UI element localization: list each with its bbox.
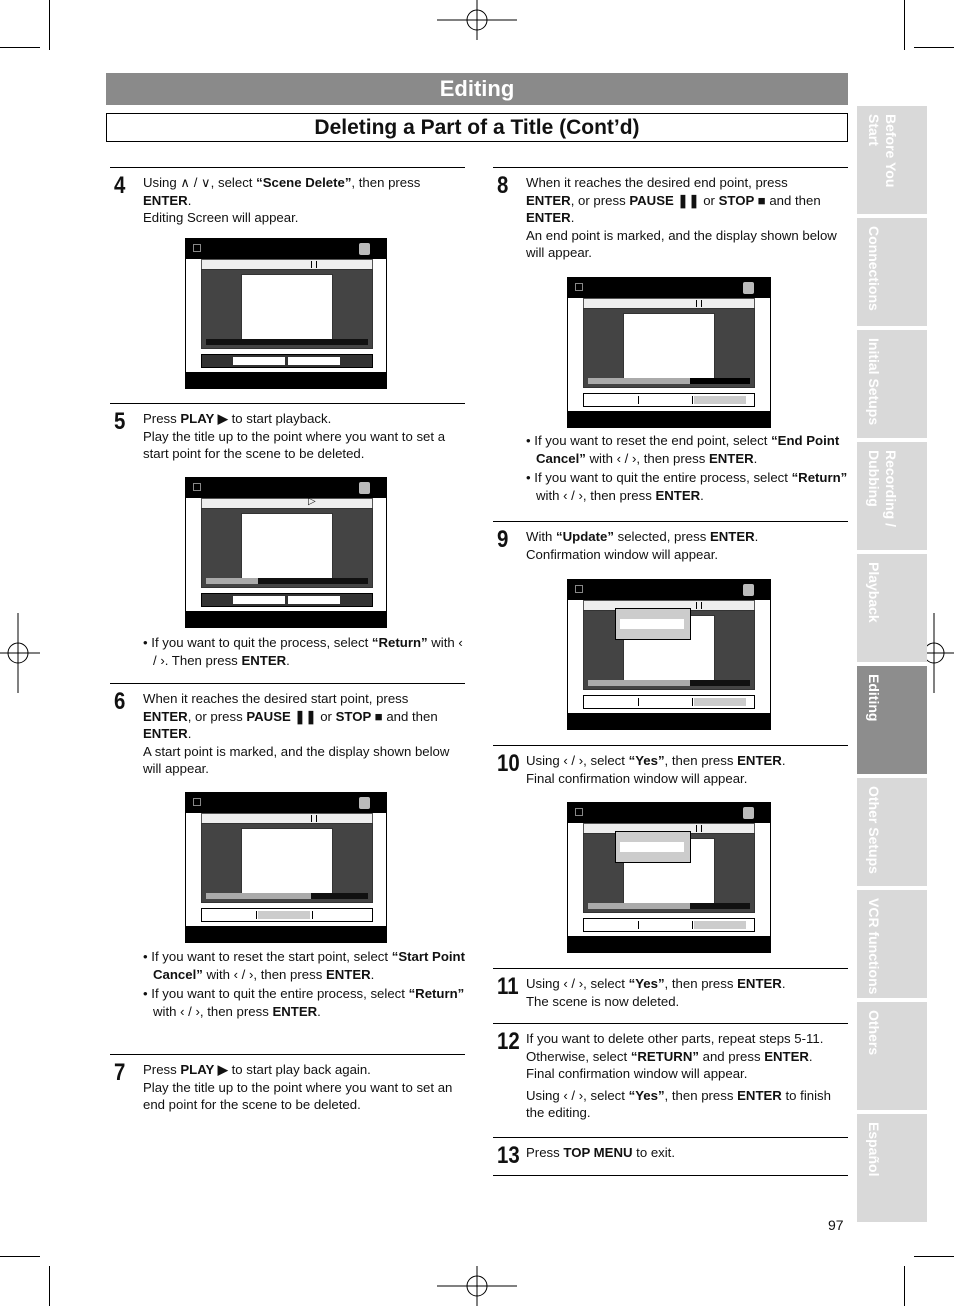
step-number: 7 bbox=[114, 1059, 126, 1086]
final-confirmation-screen-illustration bbox=[567, 802, 771, 953]
page-number: 97 bbox=[828, 1217, 844, 1233]
side-tab-espanol[interactable]: Español bbox=[857, 1114, 927, 1222]
side-tab-playback[interactable]: Playback bbox=[857, 554, 927, 662]
step-4: 4 Using ∧ / ∨, select “Scene Delete”, th… bbox=[110, 167, 465, 398]
side-tab-strip: Before You Start Connections Initial Set… bbox=[857, 106, 927, 1226]
registration-target-icon bbox=[437, 1266, 517, 1306]
step-number: 12 bbox=[497, 1028, 520, 1055]
step-7: 7 Press PLAY ▶ to start play back again.… bbox=[110, 1054, 465, 1125]
confirmation-screen-illustration bbox=[567, 579, 771, 730]
crop-mark bbox=[0, 1256, 40, 1257]
crop-mark bbox=[914, 47, 954, 48]
side-tab-connections[interactable]: Connections bbox=[857, 218, 927, 326]
step-10: 10 Using ‹ / ›, select “Yes”, then press… bbox=[493, 745, 848, 966]
side-tab-other-setups[interactable]: Other Setups bbox=[857, 778, 927, 886]
step-11: 11 Using ‹ / ›, select “Yes”, then press… bbox=[493, 968, 848, 1019]
section-header: Editing bbox=[106, 73, 848, 105]
side-tab-vcr-functions[interactable]: VCR functions bbox=[857, 890, 927, 998]
step-number: 5 bbox=[114, 408, 126, 435]
side-tab-recording-dubbing[interactable]: Recording / Dubbing bbox=[857, 442, 927, 550]
step-12: 12 If you want to delete other parts, re… bbox=[493, 1023, 848, 1134]
crop-mark bbox=[49, 0, 50, 50]
registration-target-icon bbox=[437, 0, 517, 40]
side-tab-initial-setups[interactable]: Initial Setups bbox=[857, 330, 927, 438]
step-6: 6 When it reaches the desired start poin… bbox=[110, 683, 465, 1050]
end-point-screen-illustration bbox=[567, 277, 771, 428]
confirmation-dialog bbox=[615, 608, 691, 640]
step-number: 9 bbox=[497, 526, 509, 553]
start-point-screen-illustration bbox=[185, 792, 387, 943]
crop-mark bbox=[49, 1266, 50, 1306]
step-number: 11 bbox=[497, 973, 519, 1000]
step-number: 13 bbox=[497, 1142, 520, 1169]
side-tab-others[interactable]: Others bbox=[857, 1002, 927, 1110]
editing-screen-illustration bbox=[185, 238, 387, 389]
step-number: 6 bbox=[114, 688, 126, 715]
crop-mark bbox=[904, 1266, 905, 1306]
final-confirmation-dialog bbox=[615, 831, 691, 863]
playback-screen-illustration: ▷ bbox=[185, 477, 387, 628]
step-number: 4 bbox=[114, 172, 126, 199]
step-9: 9 With “Update” selected, press ENTER. C… bbox=[493, 521, 848, 742]
step-number: 10 bbox=[497, 750, 520, 777]
crop-mark bbox=[0, 47, 40, 48]
side-tab-editing[interactable]: Editing bbox=[857, 666, 927, 774]
registration-target-icon bbox=[0, 613, 40, 693]
side-tab-before-you-start[interactable]: Before You Start bbox=[857, 106, 927, 214]
step-number: 8 bbox=[497, 172, 509, 199]
step-5: 5 Press PLAY ▶ to start playback. Play t… bbox=[110, 403, 465, 680]
page-title: Deleting a Part of a Title (Cont’d) bbox=[106, 113, 848, 142]
crop-mark bbox=[904, 0, 905, 50]
step-13: 13 Press TOP MENU to exit. bbox=[493, 1137, 848, 1176]
crop-mark bbox=[914, 1256, 954, 1257]
step-8: 8 When it reaches the desired end point,… bbox=[493, 167, 848, 518]
